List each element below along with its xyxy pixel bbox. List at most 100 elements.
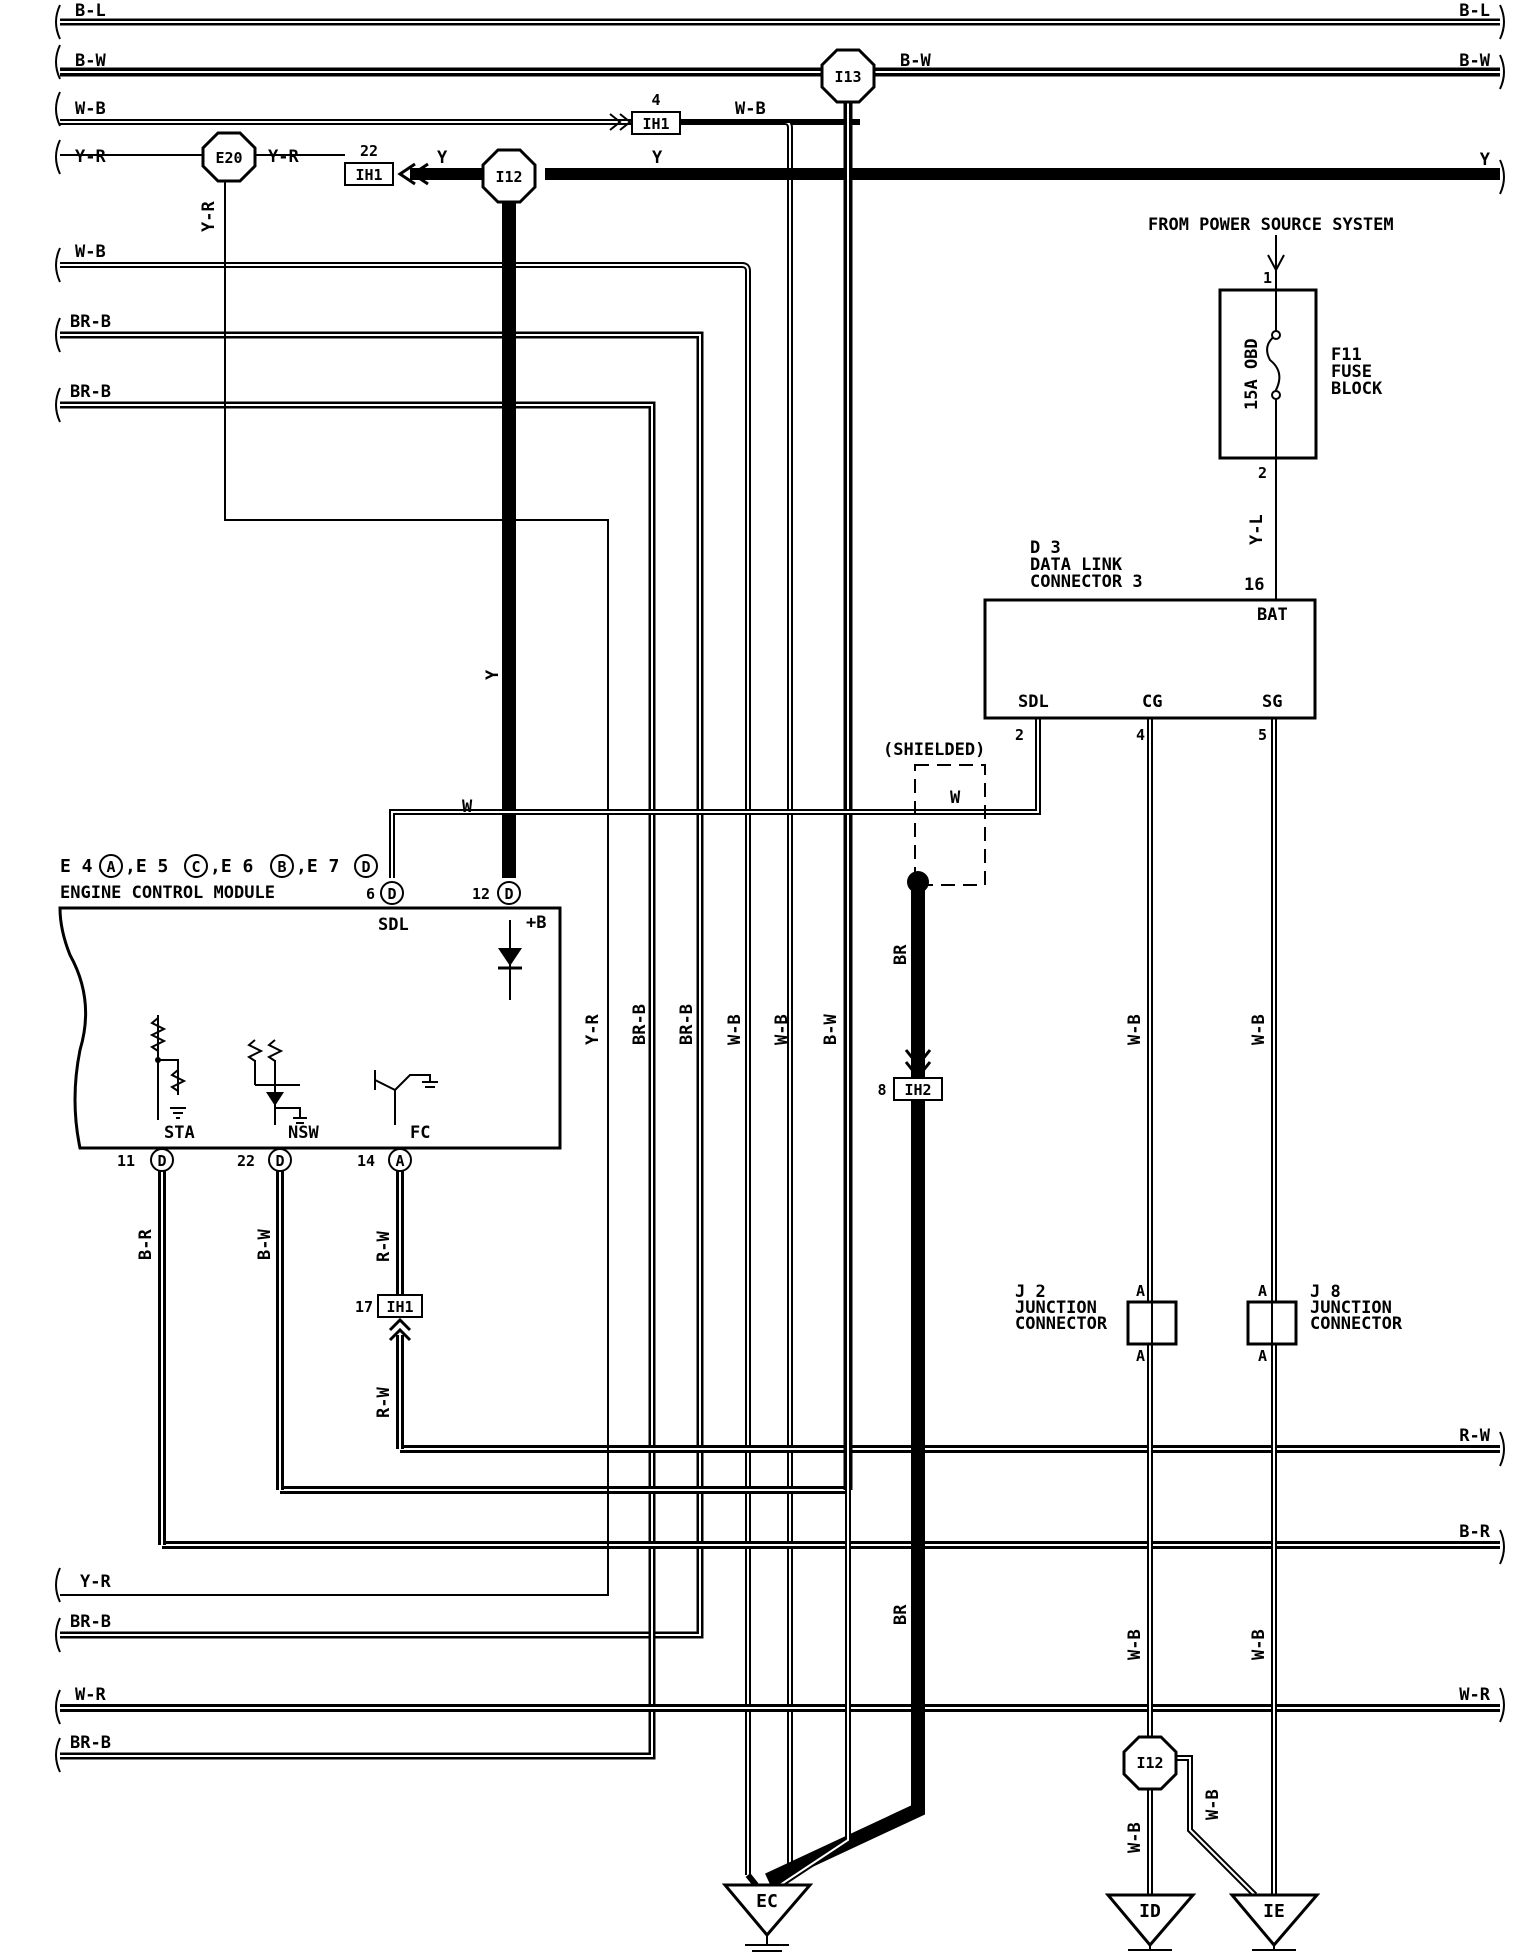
svg-text:W-B: W-B bbox=[1249, 1629, 1269, 1660]
svg-text:Y: Y bbox=[437, 148, 448, 168]
wire-i12-ground bbox=[1147, 1755, 1258, 1898]
svg-text:D: D bbox=[275, 1152, 284, 1170]
svg-text:A: A bbox=[1136, 1282, 1145, 1300]
ground-id: ID bbox=[1104, 1893, 1197, 1951]
svg-text:W-B: W-B bbox=[772, 1014, 792, 1045]
svg-text:2: 2 bbox=[1258, 464, 1267, 482]
svg-text:J 8: J 8 bbox=[1310, 1282, 1341, 1302]
svg-text:FC: FC bbox=[410, 1123, 430, 1143]
svg-text:JUNCTION: JUNCTION bbox=[1310, 1298, 1392, 1318]
svg-text:E20: E20 bbox=[215, 149, 242, 167]
svg-text:E 4: E 4 bbox=[60, 856, 93, 877]
svg-text:1: 1 bbox=[1263, 269, 1272, 287]
engine-control-module bbox=[58, 906, 562, 1150]
wire-sdl-w bbox=[389, 718, 1041, 878]
svg-text:16: 16 bbox=[1244, 575, 1264, 595]
svg-text:B-L: B-L bbox=[75, 1, 106, 21]
fuse-labels: 1 2 F11 FUSE BLOCK 15A OBD bbox=[1242, 269, 1383, 482]
svg-text:CG: CG bbox=[1142, 692, 1162, 712]
svg-text:B-W: B-W bbox=[821, 1014, 841, 1045]
svg-text:W-B: W-B bbox=[1125, 1629, 1145, 1660]
bus-line-yr2 bbox=[60, 160, 609, 1596]
svg-text:A: A bbox=[1136, 1347, 1145, 1365]
svg-text:IE: IE bbox=[1263, 1901, 1285, 1922]
svg-text:SDL: SDL bbox=[1018, 692, 1049, 712]
svg-text:BR-B: BR-B bbox=[70, 1733, 111, 1753]
svg-text:CONNECTOR: CONNECTOR bbox=[1015, 1314, 1108, 1334]
svg-text:W-B: W-B bbox=[1249, 1014, 1269, 1045]
svg-text:W-B: W-B bbox=[75, 242, 106, 262]
svg-text:W: W bbox=[462, 797, 473, 817]
data-link-connector bbox=[983, 598, 1317, 720]
svg-text:SG: SG bbox=[1262, 692, 1282, 712]
svg-text:BR-B: BR-B bbox=[70, 312, 111, 332]
fuse-block-f11 bbox=[1218, 288, 1318, 460]
svg-text:A: A bbox=[395, 1152, 404, 1170]
svg-text:SDL: SDL bbox=[378, 915, 409, 935]
svg-text:A: A bbox=[1258, 1282, 1267, 1300]
svg-text:ENGINE CONTROL MODULE: ENGINE CONTROL MODULE bbox=[60, 883, 275, 903]
svg-text:17: 17 bbox=[355, 1298, 373, 1316]
bus-line-brb1 bbox=[60, 331, 704, 1639]
svg-text:J 2: J 2 bbox=[1015, 1282, 1046, 1302]
junction-i13: I13 bbox=[820, 48, 876, 104]
svg-text:Y-R: Y-R bbox=[80, 1572, 111, 1592]
svg-text:W-B: W-B bbox=[75, 99, 106, 119]
svg-text:4: 4 bbox=[1136, 726, 1145, 744]
svg-text:D: D bbox=[157, 1152, 166, 1170]
svg-text:Y-R: Y-R bbox=[75, 147, 106, 167]
svg-text:ID: ID bbox=[1139, 1901, 1161, 1922]
svg-text:C: C bbox=[191, 858, 200, 876]
bus-labels-right: B-L B-W Y R-W B-R W-R bbox=[1459, 1, 1490, 1705]
continuation-brackets bbox=[55, 4, 1505, 1773]
svg-text:,E 7: ,E 7 bbox=[296, 856, 339, 877]
ground-ie: IE bbox=[1228, 1893, 1321, 1951]
svg-text:B-W: B-W bbox=[1459, 51, 1490, 71]
svg-text:DATA LINK: DATA LINK bbox=[1030, 555, 1123, 575]
svg-text:B: B bbox=[277, 858, 286, 876]
svg-text:2: 2 bbox=[1015, 726, 1024, 744]
svg-text:Y: Y bbox=[1480, 150, 1491, 170]
svg-text:BAT: BAT bbox=[1257, 605, 1288, 625]
connector-ih2-8: IH2 8 bbox=[877, 1049, 943, 1101]
svg-text:IH1: IH1 bbox=[386, 1298, 413, 1316]
svg-text:D: D bbox=[361, 858, 370, 876]
svg-text:I12: I12 bbox=[1136, 1754, 1163, 1772]
power-source-label: FROM POWER SOURCE SYSTEM bbox=[1148, 215, 1394, 235]
svg-text:CONNECTOR 3: CONNECTOR 3 bbox=[1030, 572, 1143, 592]
svg-text:W-R: W-R bbox=[75, 1685, 106, 1705]
svg-text:IH1: IH1 bbox=[642, 115, 669, 133]
dlc-labels: D 3 DATA LINK CONNECTOR 3 16 BAT SDL 2 C… bbox=[1015, 538, 1288, 744]
svg-text:22: 22 bbox=[360, 142, 378, 160]
svg-text:R-W: R-W bbox=[374, 1231, 394, 1262]
junction-i12-bottom: I12 bbox=[1122, 1735, 1178, 1791]
svg-text:11: 11 bbox=[117, 1152, 135, 1170]
svg-text:BR: BR bbox=[891, 944, 911, 965]
svg-text:CONNECTOR: CONNECTOR bbox=[1310, 1314, 1403, 1334]
svg-text:B-L: B-L bbox=[1459, 1, 1490, 21]
junction-e20: E20 bbox=[201, 131, 257, 183]
svg-text:B-R: B-R bbox=[136, 1229, 156, 1260]
jc-labels: J 2 JUNCTION CONNECTOR A A J 8 JUNCTION … bbox=[1015, 1282, 1403, 1365]
svg-text:I12: I12 bbox=[495, 168, 522, 186]
y-wire-arrow bbox=[397, 162, 483, 186]
svg-text:D: D bbox=[504, 885, 513, 903]
svg-text:EC: EC bbox=[756, 1891, 778, 1912]
ground-ec: EC bbox=[721, 1883, 814, 1956]
bus-line-wb2 bbox=[60, 262, 751, 1875]
svg-text:R-W: R-W bbox=[374, 1387, 394, 1418]
wire-wb-ec bbox=[745, 1490, 851, 1893]
svg-text:IH1: IH1 bbox=[355, 166, 382, 184]
svg-text:BR-B: BR-B bbox=[677, 1004, 697, 1045]
connector-ih1-17: IH1 17 bbox=[355, 1294, 423, 1342]
svg-text:5: 5 bbox=[1258, 726, 1267, 744]
svg-text:D: D bbox=[387, 885, 396, 903]
svg-text:NSW: NSW bbox=[288, 1123, 319, 1143]
svg-text:W-B: W-B bbox=[1125, 1822, 1145, 1853]
svg-text:W-B: W-B bbox=[735, 99, 766, 119]
svg-text:Y-R: Y-R bbox=[583, 1014, 603, 1045]
svg-text:22: 22 bbox=[237, 1152, 255, 1170]
bus-labels-left: B-L B-W W-B Y-R W-B BR-B BR-B Y-R BR-B W… bbox=[70, 1, 111, 1753]
ecm-pins: D D D D A bbox=[150, 881, 521, 1172]
svg-text:I13: I13 bbox=[834, 68, 861, 86]
